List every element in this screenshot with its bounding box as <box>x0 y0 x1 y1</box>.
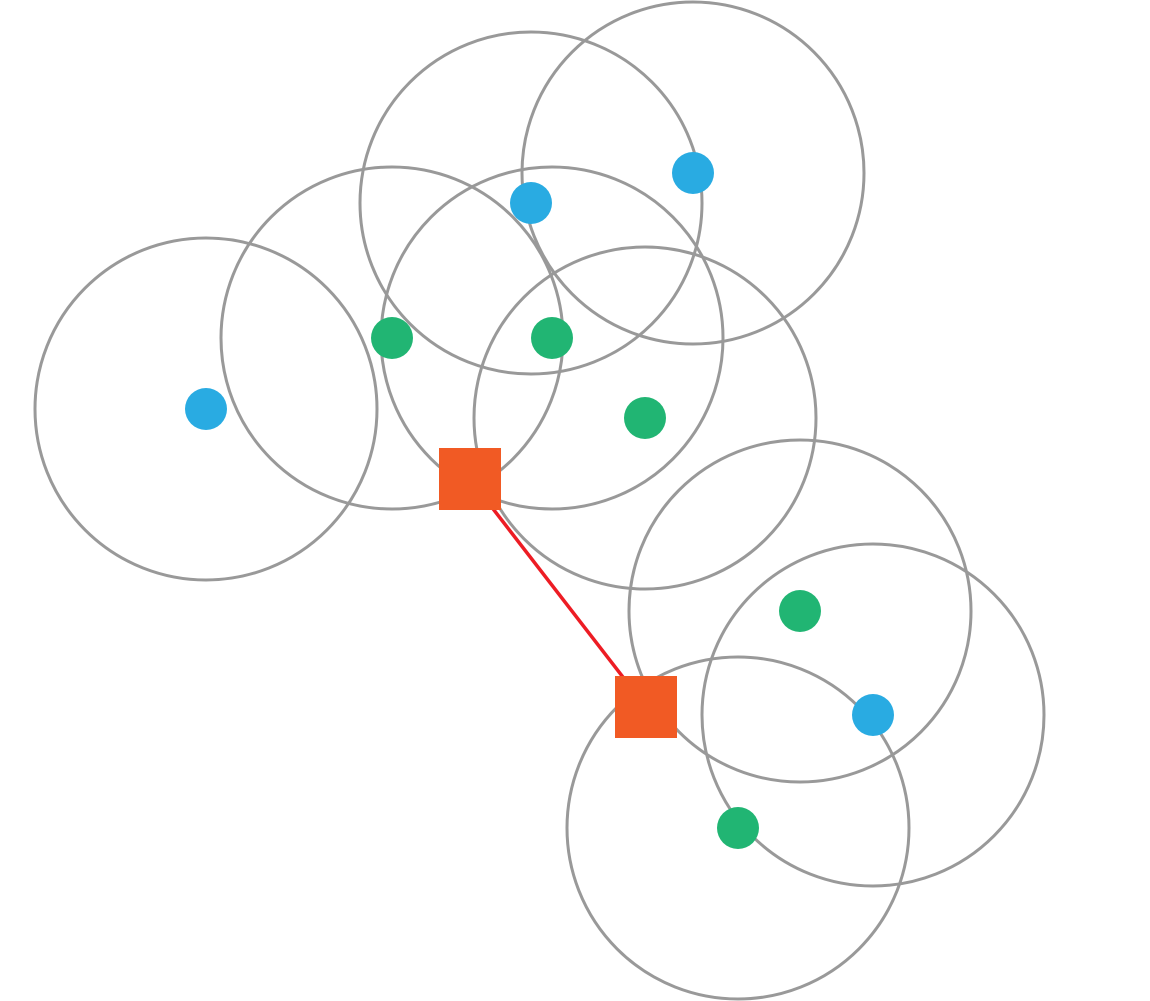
green-node <box>717 807 759 849</box>
blue-node <box>672 152 714 194</box>
node-dots <box>185 152 894 849</box>
range-circle <box>472 245 818 591</box>
blue-node <box>852 694 894 736</box>
range-circle <box>33 236 379 582</box>
range-circle <box>358 30 704 376</box>
green-node <box>624 397 666 439</box>
green-node <box>779 590 821 632</box>
range-circle <box>700 542 1046 888</box>
range-circle <box>627 438 973 784</box>
range-circle <box>520 0 866 346</box>
range-circles <box>33 0 1046 1001</box>
range-circle <box>565 655 911 1001</box>
green-node <box>531 317 573 359</box>
blue-node <box>185 388 227 430</box>
square-nodes <box>439 448 677 738</box>
blue-node <box>510 182 552 224</box>
links <box>468 477 648 709</box>
green-node <box>371 317 413 359</box>
link-line <box>468 477 648 709</box>
square-node <box>439 448 501 510</box>
square-node <box>615 676 677 738</box>
